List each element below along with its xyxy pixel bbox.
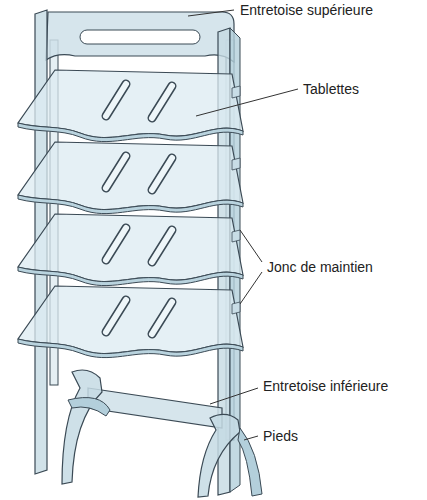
part-label: Entretoise supérieure [238, 2, 375, 18]
part-label: Pieds [261, 428, 300, 444]
part-label: Jonc de maintien [265, 259, 375, 275]
part-label: Tablettes [301, 81, 361, 97]
part-label: Entretoise inférieure [261, 378, 390, 394]
